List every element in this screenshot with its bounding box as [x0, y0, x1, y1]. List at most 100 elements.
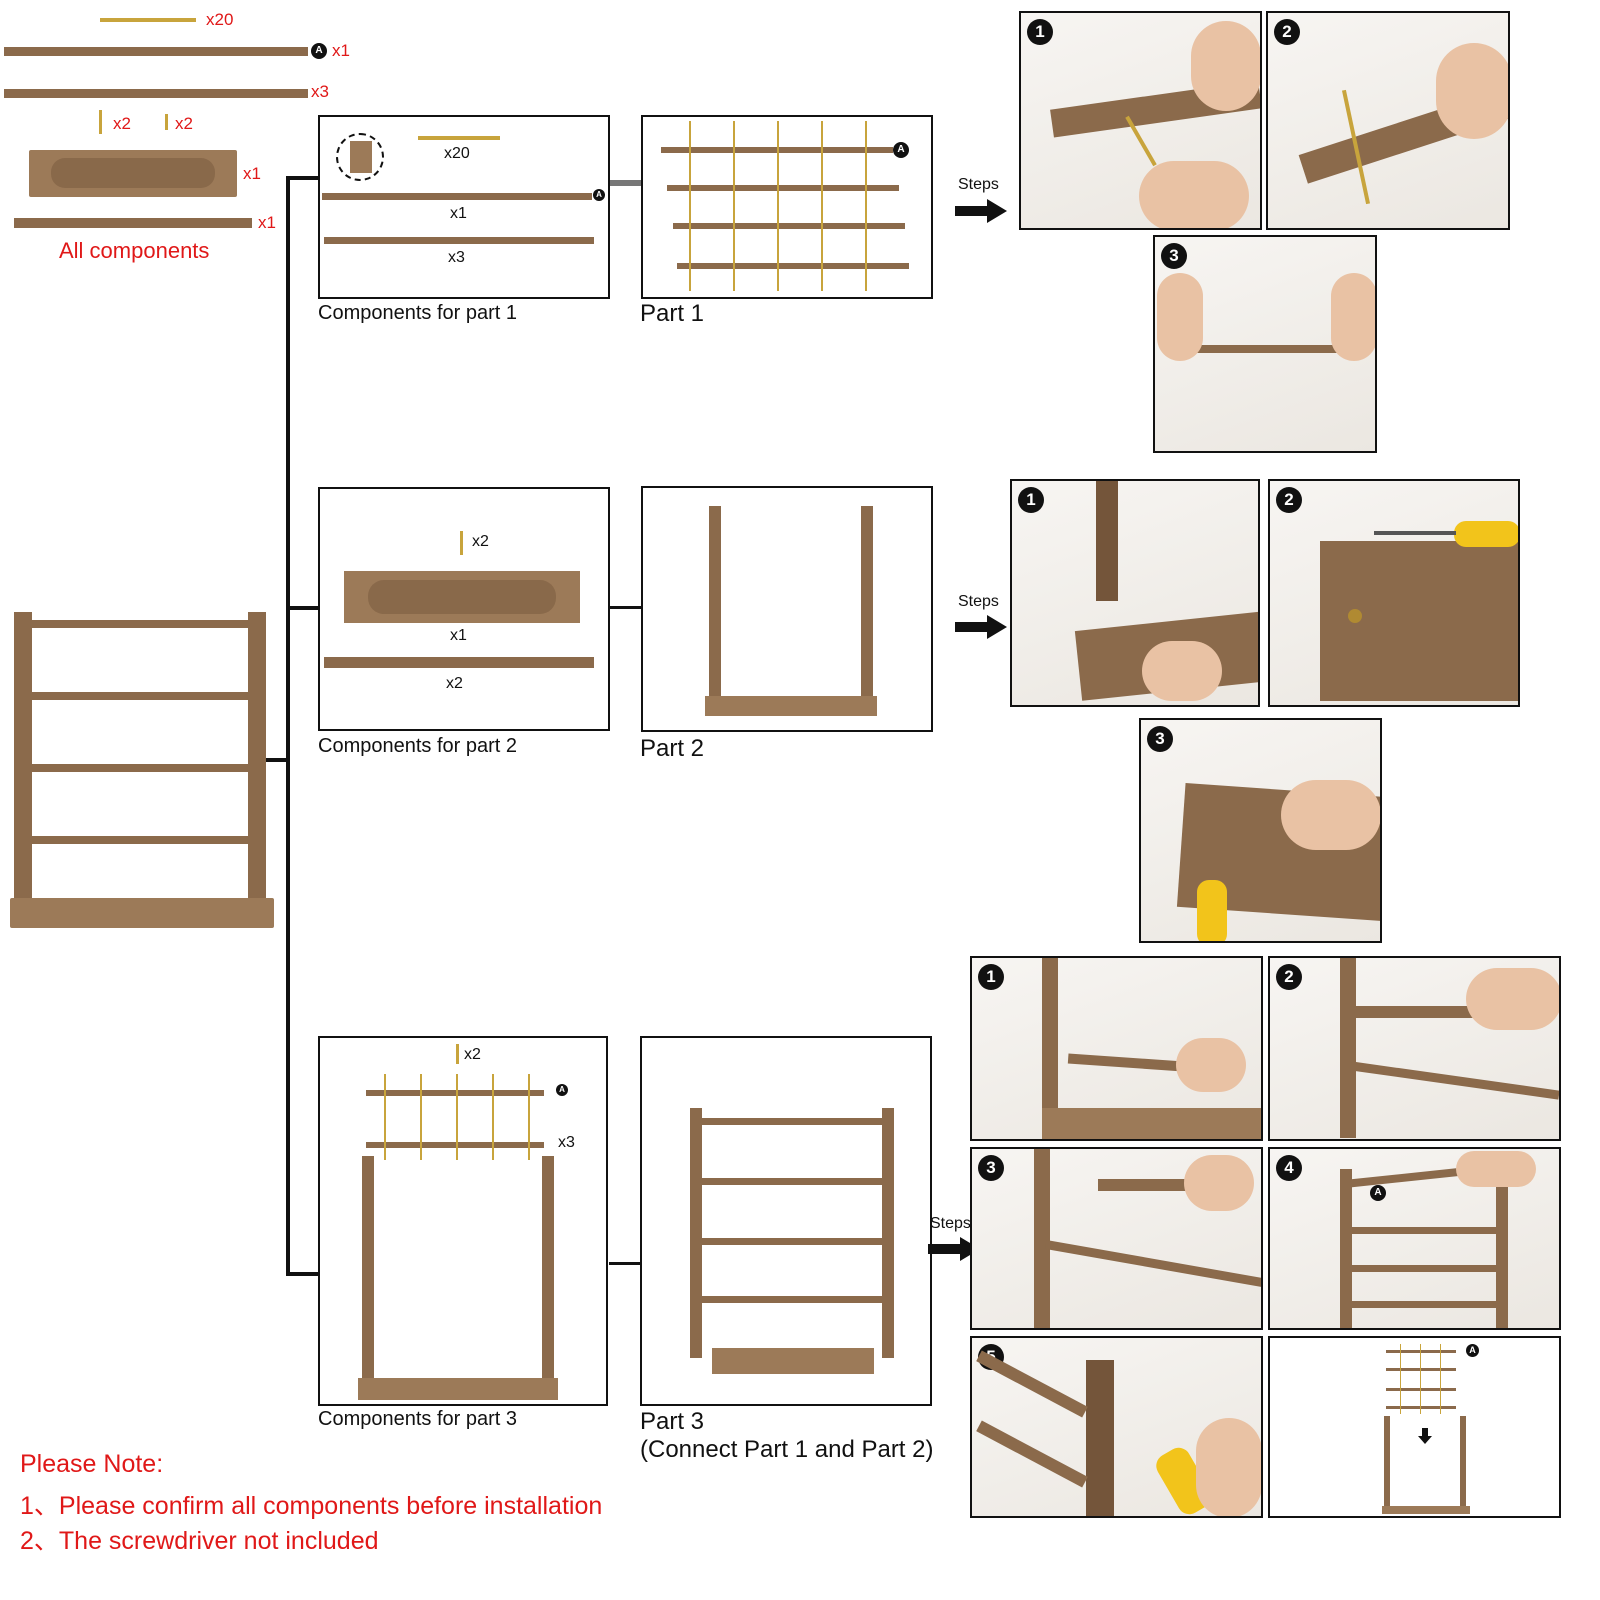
part3-final-diagram: A [1268, 1336, 1561, 1518]
screwdriver-handle-icon [1454, 521, 1518, 547]
part2-link-line [609, 606, 642, 609]
screw-head-icon [1348, 609, 1362, 623]
part3-final-marker: A [1466, 1344, 1479, 1357]
part3-step2-number: 2 [1276, 964, 1302, 990]
part2-screws-quantity: x2 [472, 533, 489, 550]
step-photo-hand-upper [1191, 21, 1260, 111]
step-photo-upright [1086, 1360, 1114, 1516]
step-photo-base [1042, 1108, 1261, 1139]
part3-result-base [712, 1348, 874, 1374]
step-photo-hand [1281, 780, 1380, 850]
step-photo-upright [1096, 481, 1118, 601]
part2-steps-label: Steps [958, 593, 999, 610]
part2-step1-photo: 1 [1010, 479, 1260, 707]
part3-frame-left-upright [362, 1156, 374, 1386]
step-photo-left-upright [1340, 1169, 1352, 1328]
step-photo-shelf-1 [1350, 1227, 1500, 1234]
final-diagram-right-upright [1460, 1416, 1466, 1510]
part1-components-caption: Components for part 1 [318, 302, 517, 324]
part3-frame-right-upright [542, 1156, 554, 1386]
part3-step2-photo: 2 [1268, 956, 1561, 1141]
part3-result-shelf-3 [700, 1238, 884, 1245]
short-screw-image [165, 114, 168, 130]
rail-a-marker: A [311, 43, 327, 59]
part1-result-pin-4 [821, 121, 823, 291]
part1-steps-label: Steps [958, 176, 999, 193]
part3-frame-base [358, 1378, 558, 1400]
detail-zoom-circle [336, 133, 384, 181]
rack-base [10, 898, 274, 928]
base-tray-image [29, 150, 237, 197]
part3-rail-pin-3 [456, 1074, 458, 1160]
part1-rail-a-quantity: x1 [450, 205, 467, 222]
step-photo-shelf-1 [976, 1350, 1088, 1418]
part2-step3-photo: 3 [1139, 718, 1382, 943]
step-photo-hand [1142, 641, 1222, 701]
part2-components-caption: Components for part 2 [318, 735, 517, 757]
note-line-1: 1、Please confirm all components before i… [20, 1492, 603, 1520]
part1-result-box: A [641, 115, 933, 299]
part2-caption: Part 2 [640, 735, 705, 762]
part3-step3-number: 3 [978, 1155, 1004, 1181]
part3-step1-number: 1 [978, 964, 1004, 990]
part1-pin-image [418, 136, 500, 140]
part2-base-quantity: x1 [450, 627, 467, 644]
step-photo-hand-left [1157, 273, 1203, 361]
tree-trunk-line [286, 176, 290, 1276]
part2-left-upright [709, 506, 721, 700]
part1-components-box: x20 A x1 x3 [318, 115, 610, 299]
part3-components-box: x2 A x3 [318, 1036, 608, 1406]
down-arrow-icon [1418, 1428, 1432, 1444]
step-photo-upright [1340, 958, 1356, 1138]
part3-rail-pin-5 [528, 1074, 530, 1160]
part3-rail-pin-4 [492, 1074, 494, 1160]
part3-screw-image [456, 1044, 459, 1064]
step-photo-hand [1436, 43, 1508, 139]
part1-caption: Part 1 [640, 300, 705, 327]
final-diagram-rail-2 [1386, 1368, 1456, 1371]
part3-steps-arrow-icon [928, 1237, 980, 1261]
base-tray-groove [51, 158, 215, 188]
step-photo-hand [1456, 1151, 1536, 1187]
part1-step1-number: 1 [1027, 19, 1053, 45]
part3-steps-label: Steps [930, 1215, 971, 1232]
part1-rails-quantity: x3 [448, 249, 465, 266]
step-photo-lower-rail [1350, 1061, 1559, 1100]
part1-step2-number: 2 [1274, 19, 1300, 45]
step-photo-hand [1196, 1418, 1261, 1516]
step-photo-rail [1195, 345, 1341, 353]
part2-step2-number: 2 [1276, 487, 1302, 513]
rails-quantity: x3 [311, 82, 329, 101]
step-photo-upright [1042, 958, 1058, 1138]
part3-result-box [640, 1036, 932, 1406]
long-screw-image [99, 110, 102, 134]
part3-rail-a-image [366, 1090, 544, 1096]
final-diagram-rail-4 [1386, 1406, 1456, 1409]
branch-part1-line [286, 176, 320, 180]
part1-steps-arrow-icon [955, 199, 1007, 223]
part1-link-line [609, 180, 642, 186]
part2-step3-number: 3 [1147, 726, 1173, 752]
part1-result-rail-4 [677, 263, 909, 269]
part3-result-left-upright [690, 1108, 702, 1358]
final-diagram-left-upright [1384, 1416, 1390, 1510]
step-photo-right-upright [1496, 1169, 1508, 1328]
part2-result-box [641, 486, 933, 732]
part3-caption-line2: (Connect Part 1 and Part 2) [640, 1436, 934, 1463]
final-diagram-rail-3 [1386, 1388, 1456, 1391]
rack-to-tree-line [266, 758, 288, 762]
final-diagram-rail-1 [1386, 1350, 1456, 1353]
step-photo-hand [1176, 1038, 1246, 1092]
final-diagram-pin-1 [1400, 1344, 1401, 1414]
part3-result-shelf-4 [700, 1296, 884, 1303]
part1-result-pin-5 [865, 121, 867, 291]
pins-quantity: x20 [206, 10, 234, 29]
part2-uprights-quantity: x2 [446, 675, 463, 692]
rack-shelf-1 [30, 620, 250, 628]
rails-image [4, 89, 308, 98]
part1-step3-number: 3 [1161, 243, 1187, 269]
part3-step5-photo: 5 [970, 1336, 1263, 1518]
part1-result-pin-2 [733, 121, 735, 291]
part2-base-image [344, 571, 580, 623]
part3-rail-a-marker: A [556, 1084, 568, 1096]
